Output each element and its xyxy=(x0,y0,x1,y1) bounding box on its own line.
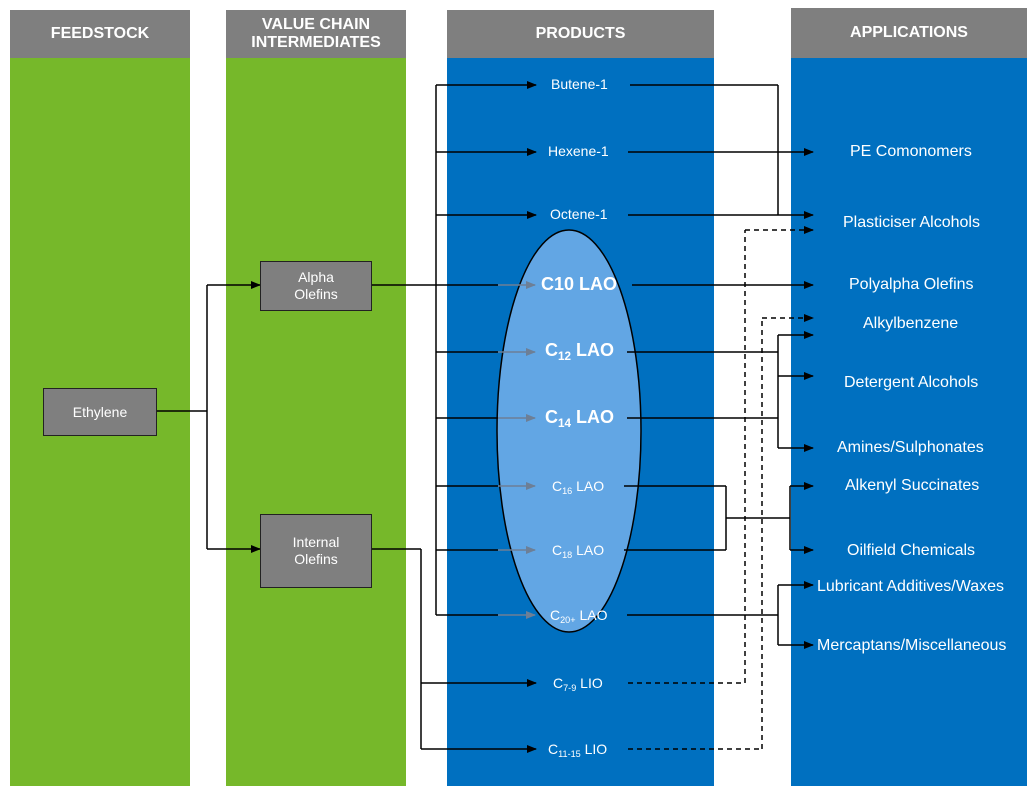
c14-rest: LAO xyxy=(571,407,615,427)
product-c14-lao: C14 LAO xyxy=(545,407,614,430)
c16-main: C xyxy=(552,478,563,494)
c12-rest: LAO xyxy=(571,340,615,360)
app-amines-sulphonates: Amines/Sulphonates xyxy=(837,439,984,456)
product-c10-lao: C10 LAO xyxy=(541,274,618,294)
product-c18-lao: C18 LAO xyxy=(552,542,604,560)
header-applications-label: APPLICATIONS xyxy=(850,24,968,41)
c12-main: C xyxy=(545,340,558,360)
header-intermediates-line1: VALUE CHAIN xyxy=(261,16,371,33)
product-butene: Butene-1 xyxy=(551,76,608,92)
alpha-olefins-line1: Alpha xyxy=(298,269,334,285)
header-feedstock-label: FEEDSTOCK xyxy=(50,25,150,42)
product-c1115-lio: C11-15 LIO xyxy=(548,741,607,759)
c79-sub: 7-9 xyxy=(563,683,577,694)
internal-olefins-line2: Olefins xyxy=(294,551,338,567)
c18-sub: 18 xyxy=(562,550,573,561)
lao-ellipse xyxy=(496,229,642,633)
app-plasticiser-alcohols: Plasticiser Alcohols xyxy=(843,214,980,231)
header-feedstock: FEEDSTOCK xyxy=(10,10,190,58)
app-oilfield-chemicals: Oilfield Chemicals xyxy=(847,542,976,559)
c1115-rest: LIO xyxy=(580,741,608,757)
app-detergent-alcohols: Detergent Alcohols xyxy=(844,374,979,391)
header-intermediates-line2: INTERMEDIATES xyxy=(251,34,381,51)
alpha-olefins-line2: Olefins xyxy=(294,286,338,302)
product-hexene: Hexene-1 xyxy=(548,143,609,159)
app-alkenyl-succinates: Alkenyl Succinates xyxy=(845,477,980,494)
header-products: PRODUCTS xyxy=(447,10,714,58)
app-lubricant-additives: Lubricant Additives/Waxes xyxy=(817,578,1005,595)
alpha-olefins-box: Alpha Olefins xyxy=(260,261,372,311)
internal-olefins-line1: Internal xyxy=(292,534,340,550)
header-applications: APPLICATIONS xyxy=(791,8,1027,58)
intermediates-column xyxy=(226,58,406,786)
header-products-label: PRODUCTS xyxy=(535,25,626,42)
product-octene: Octene-1 xyxy=(550,206,608,222)
internal-olefins-box: Internal Olefins xyxy=(260,514,372,588)
c1115-sub: 11-15 xyxy=(558,749,581,760)
c16-sub: 16 xyxy=(562,486,573,497)
c20-rest: LAO xyxy=(575,607,608,623)
ethylene-box: Ethylene xyxy=(43,388,157,436)
product-c12-lao: C12 LAO xyxy=(545,340,614,363)
c18-main: C xyxy=(552,542,563,558)
c79-rest: LIO xyxy=(576,675,603,691)
c18-rest: LAO xyxy=(572,542,605,558)
c20-main: C xyxy=(550,607,561,623)
product-c20-lao: C20+ LAO xyxy=(550,607,607,625)
app-alkylbenzene: Alkylbenzene xyxy=(863,315,959,332)
c12-sub: 12 xyxy=(558,350,572,364)
app-mercaptans-misc: Mercaptans/Miscellaneous xyxy=(817,637,1007,654)
app-pe-comonomers: PE Comonomers xyxy=(850,143,972,160)
product-c16-lao: C16 LAO xyxy=(552,478,604,496)
c14-main: C xyxy=(545,407,558,427)
app-polyalpha-olefins: Polyalpha Olefins xyxy=(849,276,974,293)
applications-column xyxy=(791,58,1027,786)
header-intermediates: VALUE CHAIN INTERMEDIATES xyxy=(226,10,406,58)
c20-sub: 20+ xyxy=(560,615,576,626)
product-c79-lio: C7-9 LIO xyxy=(553,675,603,693)
c1115-main: C xyxy=(548,741,559,757)
c16-rest: LAO xyxy=(572,478,605,494)
c79-main: C xyxy=(553,675,564,691)
c14-sub: 14 xyxy=(558,417,572,431)
ethylene-label: Ethylene xyxy=(72,403,128,420)
